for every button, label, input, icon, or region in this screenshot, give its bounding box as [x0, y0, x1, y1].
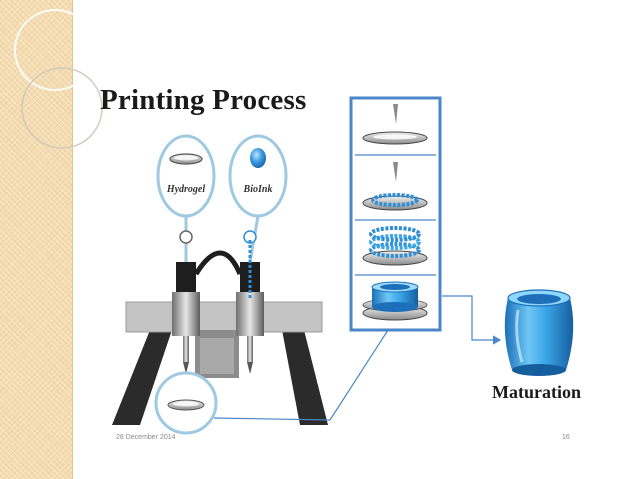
layering-panel: [349, 96, 442, 332]
print-stage-magnifier: [154, 371, 218, 435]
hydrogel-label: Hydrogel: [166, 184, 206, 195]
nozzle-icon: [393, 162, 398, 182]
bioink-cartridge-bubble: [228, 134, 288, 218]
slide-title: Printing Process: [100, 84, 307, 116]
maturation-label: Maturation: [492, 382, 581, 402]
bioink-label: BioInk: [243, 184, 273, 195]
footer-date: 28 December 2014: [116, 434, 176, 441]
droplet-icon: [250, 148, 266, 168]
arrow-icon: [442, 295, 502, 345]
print-head-hydrogel: [172, 262, 200, 374]
footer-page-number: 16: [562, 434, 570, 441]
nozzle-icon: [393, 104, 398, 124]
hydrogel-cartridge-bubble: [156, 134, 216, 218]
printer-stand: [112, 301, 328, 425]
decorative-strip: [0, 0, 73, 479]
tissue-ring-icon: [504, 289, 574, 376]
decorative-circles: [14, 9, 103, 149]
print-head-bioink: [236, 240, 264, 374]
